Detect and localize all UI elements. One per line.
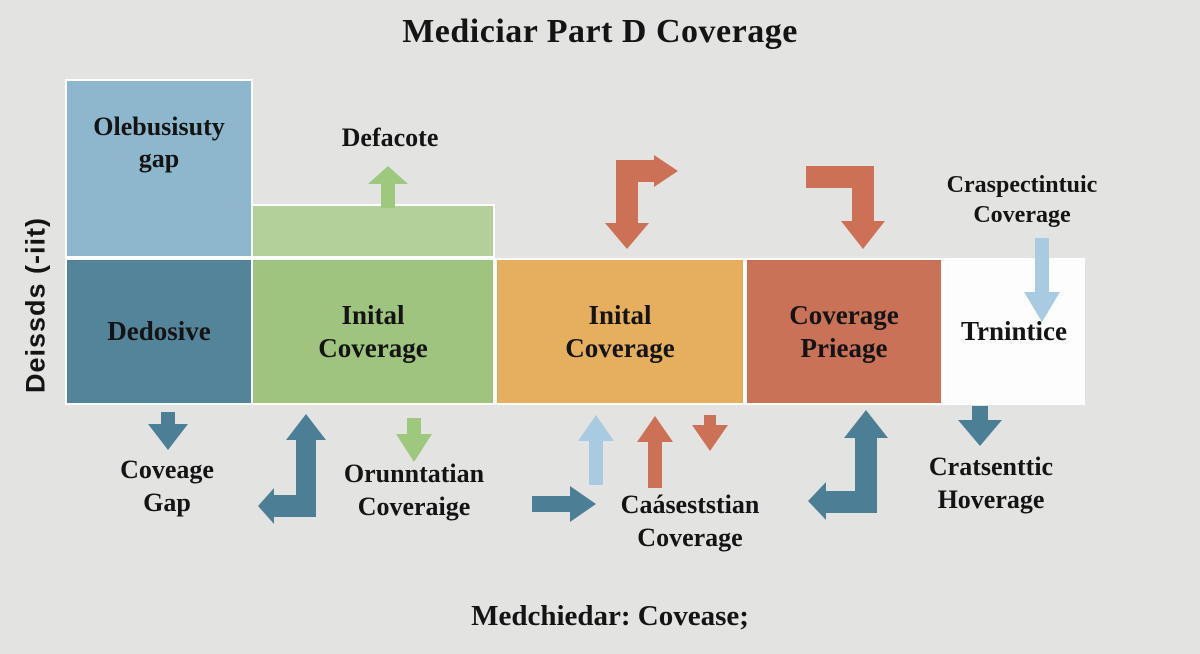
label-cratsenttic-hoverage: Cratsenttic Hoverage — [928, 452, 1054, 514]
label-caseststian-coverage: Caáseststian Coverage — [620, 490, 760, 552]
teal-down-arrow-right — [958, 406, 1002, 446]
teal-elbow-up-left-arrow-2 — [808, 410, 888, 520]
red-down-arrow-small — [692, 415, 728, 451]
phase-box-olebusisuty-gap: Olebusisuty gap — [65, 79, 253, 258]
phase-box-dedosive: Dedosive — [65, 258, 253, 405]
teal-down-arrow-left — [148, 412, 188, 450]
label-craspectintuic-coverage: Craspectintuic Coverage — [946, 172, 1098, 228]
diagram-title: Mediciar Part D Coverage — [402, 13, 798, 50]
red-elbow-right-and-down-arrow — [605, 155, 678, 249]
phase-box-inital-coverage-orange: Inital Coverage — [495, 258, 745, 405]
label-defacote: Defacote — [341, 123, 439, 152]
teal-right-arrow — [532, 486, 596, 522]
bottom-caption: Medchiedar: Covease; — [471, 600, 749, 632]
phase-box-inital-coverage-green: Inital Coverage — [251, 258, 495, 405]
red-elbow-down-arrow — [806, 166, 885, 249]
green-down-arrow — [396, 418, 432, 462]
label-orunntatian-coveraige: Orunntatian Coveraige — [343, 459, 485, 521]
blue-down-arrow-top-right — [1024, 238, 1060, 322]
red-up-arrow — [637, 416, 673, 488]
label-coveage-gap: Coveage Gap — [120, 455, 214, 517]
teal-elbow-up-left-arrow-1 — [258, 414, 326, 524]
blue-up-arrow — [578, 415, 614, 485]
phase-box-trnintice: Trnintice — [943, 258, 1085, 405]
phase-box-initial-upper — [251, 204, 495, 258]
green-up-arrow — [368, 166, 408, 208]
phase-box-coverage-prieage: Coverage Prieage — [745, 258, 943, 405]
y-axis-label: Deissds (-iit) — [20, 216, 51, 394]
